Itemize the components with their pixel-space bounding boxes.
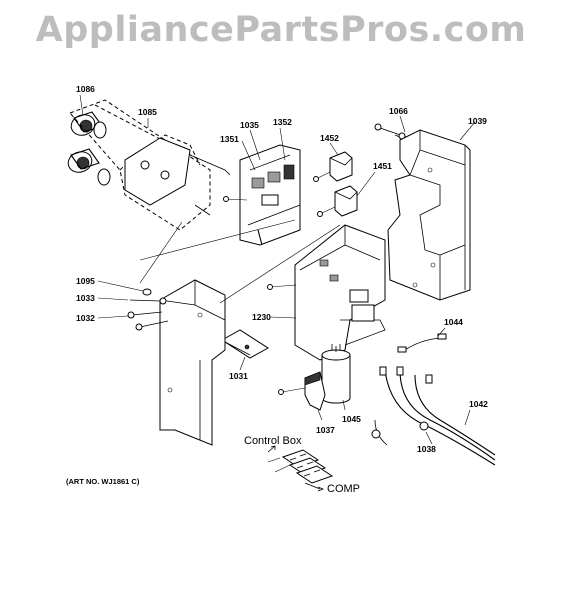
comp-caption: COMP (327, 483, 360, 495)
connector-diagram (267, 445, 334, 492)
screw-1033[interactable] (97, 297, 167, 305)
label-1035: 1035 (240, 120, 259, 130)
label-1230: 1230 (252, 312, 271, 322)
control-bracket-1230[interactable] (267, 224, 386, 361)
leader-line (139, 221, 183, 284)
label-1033: 1033 (76, 293, 95, 303)
knob-1086-group[interactable] (65, 94, 111, 186)
screw-1095[interactable] (97, 280, 152, 296)
control-board-1035[interactable] (223, 127, 301, 246)
label-1352: 1352 (273, 117, 292, 127)
housing-1039[interactable] (387, 121, 476, 301)
label-1085: 1085 (138, 107, 157, 117)
label-1038: 1038 (417, 444, 436, 454)
label-1032: 1032 (76, 313, 95, 323)
label-1351: 1351 (220, 134, 239, 144)
leader-line (219, 224, 341, 304)
wire-1044[interactable] (397, 327, 447, 353)
label-1451: 1451 (373, 161, 392, 171)
label-1042: 1042 (469, 399, 488, 409)
label-1095: 1095 (76, 276, 95, 286)
site-watermark: AppliancePartsPros.com (35, 10, 527, 50)
label-1044: 1044 (444, 317, 463, 327)
relay-1451[interactable] (317, 171, 376, 217)
screw-1032[interactable] (97, 311, 169, 331)
front-plate[interactable] (159, 279, 226, 446)
label-1037: 1037 (316, 425, 335, 435)
capacitor-bracket-1037[interactable] (278, 371, 326, 421)
relay-1452[interactable] (313, 142, 353, 182)
control-box-caption: Control Box (244, 435, 302, 447)
label-1452: 1452 (320, 133, 339, 143)
art-number: (ART NO. WJ1861 C) (66, 477, 140, 486)
label-1045: 1045 (342, 414, 361, 424)
leader-line (139, 219, 296, 261)
bracket-1031[interactable] (221, 329, 269, 371)
label-1031: 1031 (229, 371, 248, 381)
wire-harness-1042[interactable] (371, 366, 496, 466)
capacitor-1045[interactable] (321, 344, 351, 411)
label-1086: 1086 (76, 84, 95, 94)
label-1066: 1066 (389, 106, 408, 116)
label-1039: 1039 (468, 116, 487, 126)
control-panel-1085[interactable] (69, 99, 231, 231)
